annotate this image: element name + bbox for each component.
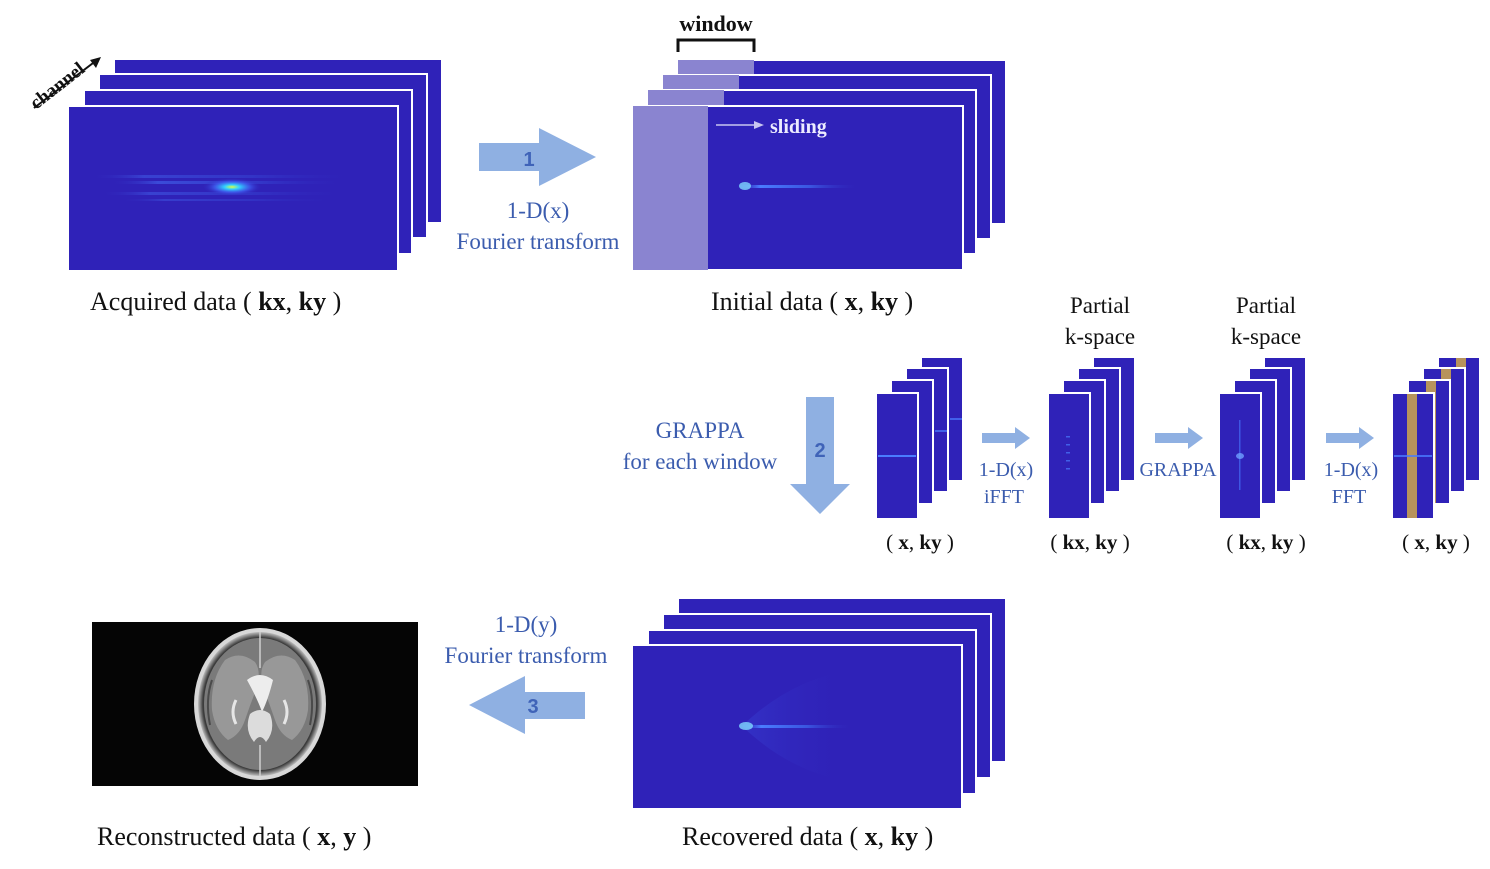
partial2-line1: Partial: [1236, 293, 1296, 318]
op1-label-line1: 1-D(x): [979, 459, 1033, 481]
small-stack-kxky-2: [1218, 356, 1307, 520]
step2-arrow: 2: [790, 397, 850, 514]
sliding-label: sliding: [770, 116, 827, 138]
partial1-line2: k-space: [1065, 324, 1135, 349]
step2-label-line1: GRAPPA: [656, 418, 745, 443]
step3-label-line2: Fourier transform: [445, 643, 608, 668]
reconstructed-data-label: Reconstructed data ( x, y ): [97, 822, 371, 851]
window-bracket: [676, 38, 756, 52]
small-stack-xky-out: [1391, 356, 1481, 520]
small-stack-kxky-1: [1047, 356, 1136, 520]
small-stack-xky: [875, 356, 964, 520]
initial-signal-line: [735, 185, 860, 188]
step3-arrow: 3: [469, 676, 585, 734]
stack-label-2: ( kx, ky ): [1050, 530, 1129, 554]
op3-arrow: [1326, 427, 1374, 449]
recovered-data-label: Recovered data ( x, ky ): [682, 822, 933, 851]
op2-arrow: [1155, 427, 1203, 449]
initial-frame-1-window: [633, 106, 708, 270]
op3-label-line2: FFT: [1332, 486, 1366, 508]
step2-number: 2: [814, 440, 825, 462]
step1-label-line2: Fourier transform: [457, 229, 620, 254]
step1-arrow: 1: [479, 128, 596, 186]
acquired-data-stack: [67, 58, 443, 272]
partial2-line2: k-space: [1231, 324, 1301, 349]
step3-number: 3: [527, 696, 538, 718]
sliding-indicator: sliding: [716, 116, 827, 138]
op1-label-line2: iFFT: [984, 486, 1024, 508]
op3-label-line1: 1-D(x): [1324, 459, 1378, 481]
stack-label-4: ( x, ky ): [1402, 530, 1470, 554]
step1-number: 1: [523, 149, 534, 171]
partial1-line1: Partial: [1070, 293, 1130, 318]
reconstructed-image: [92, 622, 418, 786]
recovered-data-stack: [631, 597, 1007, 810]
op2-label: GRAPPA: [1139, 459, 1217, 481]
window-label: window: [679, 11, 752, 36]
kspace-signal: [90, 175, 360, 201]
step3-label-line1: 1-D(y): [495, 612, 558, 637]
stack-label-3: ( kx, ky ): [1226, 530, 1305, 554]
initial-data-stack: [632, 59, 1007, 271]
stack-label-1: ( x, ky ): [886, 530, 954, 554]
acquired-data-label: Acquired data ( kx, ky ): [90, 287, 341, 316]
brain-slice: [194, 628, 326, 780]
step2-label-line2: for each window: [623, 449, 778, 474]
op1-arrow: [982, 427, 1030, 449]
initial-data-label: Initial data ( x, ky ): [711, 287, 913, 316]
step1-label-line1: 1-D(x): [507, 198, 570, 223]
